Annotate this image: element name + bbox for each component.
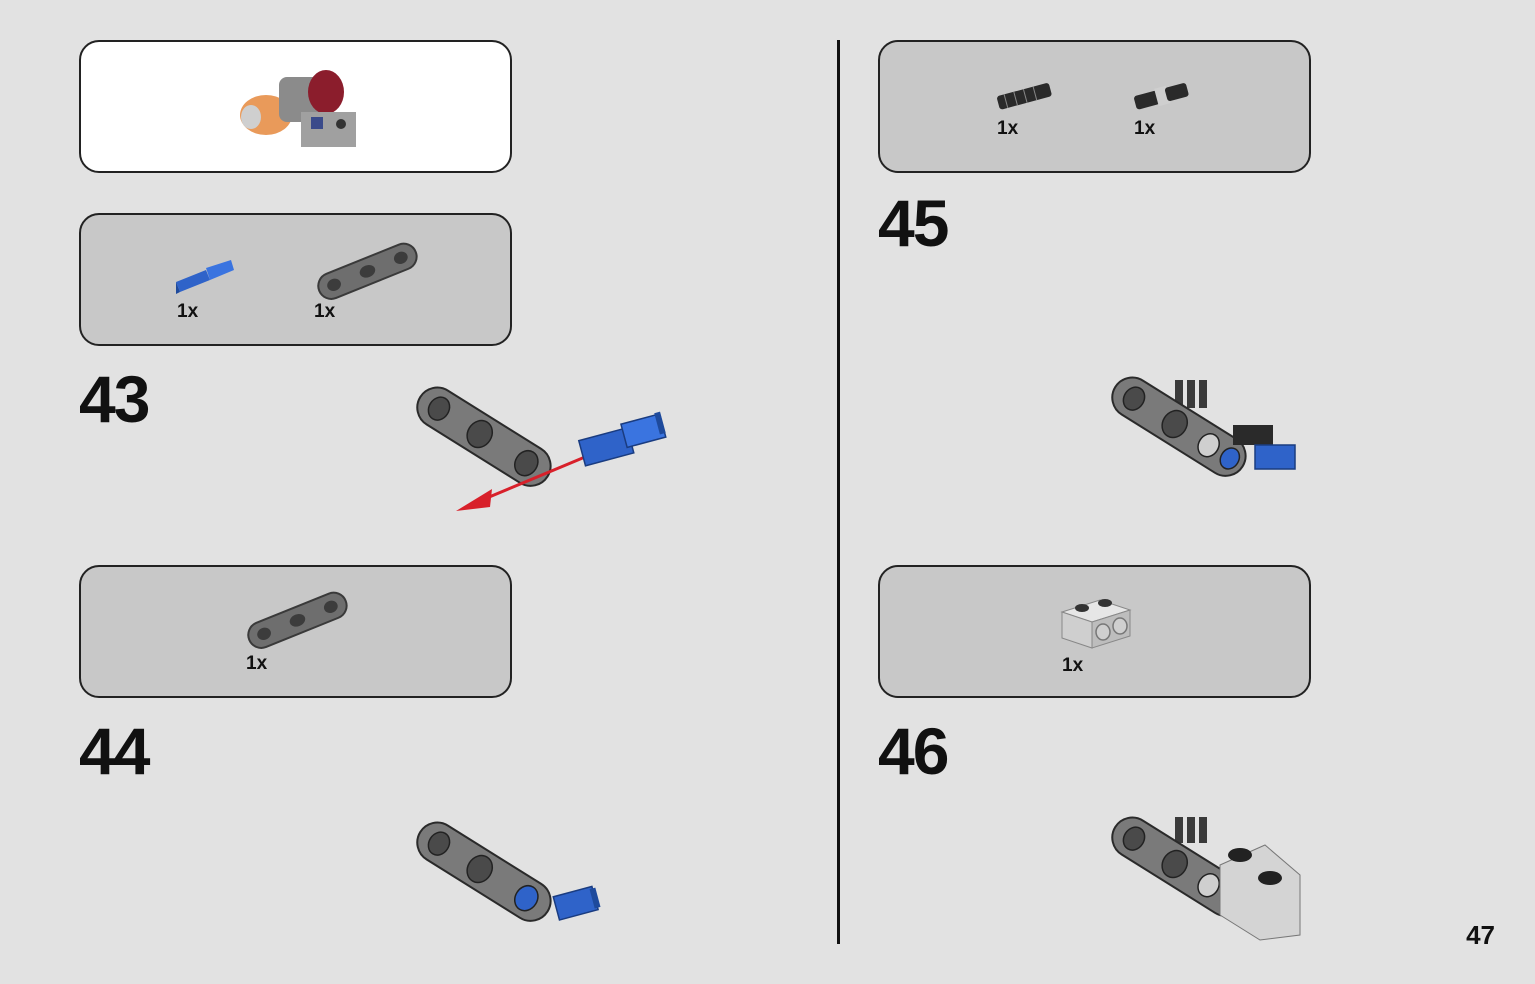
subassembly-model-icon bbox=[240, 70, 356, 147]
step-number-45: 45 bbox=[878, 186, 949, 260]
parts-box-step-44: 1x bbox=[79, 565, 512, 698]
page-number: 47 bbox=[1466, 920, 1495, 950]
light-gray-brick-2-icon bbox=[1060, 599, 1132, 649]
parts-box-step-43: 1x 1x bbox=[79, 213, 512, 346]
step-43-assembly-illustration bbox=[416, 386, 667, 511]
step-number-46: 46 bbox=[878, 714, 949, 788]
step-number-44: 44 bbox=[79, 714, 150, 788]
parts-box-step-46: 1x bbox=[878, 565, 1311, 698]
page-divider bbox=[837, 40, 840, 944]
parts-box-step-45: 1x 1x bbox=[878, 40, 1311, 173]
step-45-assembly-illustration bbox=[1111, 376, 1296, 477]
part-qty: 1x bbox=[177, 301, 199, 322]
black-axle-connector-icon bbox=[997, 83, 1052, 110]
part-qty: 1x bbox=[1062, 655, 1084, 676]
gray-beam-3-icon bbox=[317, 242, 418, 300]
part-qty: 1x bbox=[1134, 118, 1156, 139]
blue-axle-pin-icon bbox=[176, 260, 234, 294]
subassembly-preview-box bbox=[79, 40, 512, 173]
part-qty: 1x bbox=[246, 653, 268, 674]
part-qty: 1x bbox=[314, 301, 336, 322]
part-qty: 1x bbox=[997, 118, 1019, 139]
black-pin-connector-icon bbox=[1134, 83, 1189, 110]
gray-beam-3-icon bbox=[247, 591, 348, 649]
step-number-43: 43 bbox=[79, 362, 150, 436]
step-46-assembly-illustration bbox=[1111, 816, 1301, 941]
step-44-assembly-illustration bbox=[416, 821, 601, 922]
